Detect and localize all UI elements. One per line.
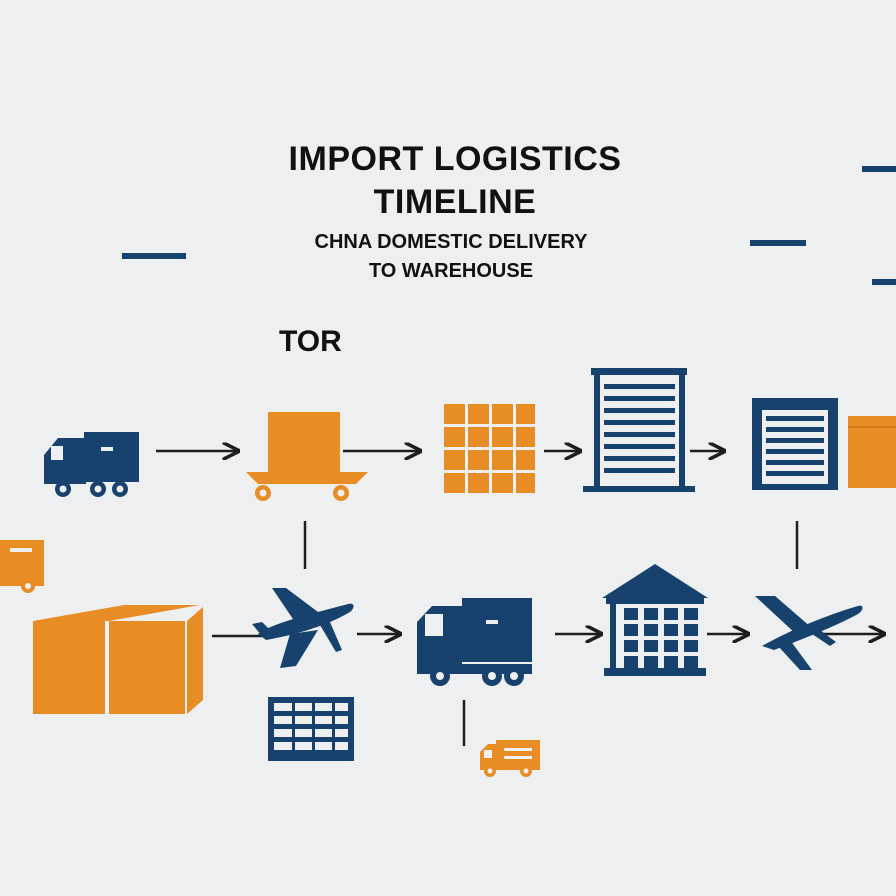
delivery-truck-icon-2 bbox=[417, 598, 532, 686]
dash-right-low bbox=[872, 279, 896, 285]
customs-building-icon bbox=[602, 564, 708, 676]
airplane-icon-2 bbox=[755, 596, 863, 670]
dash-right-top bbox=[862, 166, 896, 172]
shipping-container-icon bbox=[268, 697, 354, 761]
small-truck-icon bbox=[0, 540, 44, 593]
large-boxes-icon bbox=[33, 605, 203, 714]
delivery-truck-icon bbox=[44, 432, 139, 497]
dash-left bbox=[122, 253, 186, 259]
bottom-row-arrows bbox=[212, 634, 884, 636]
diagram-title-line-1: IMPORT LOGISTICS bbox=[288, 140, 622, 178]
small-orange-truck-icon bbox=[480, 740, 540, 777]
vertical-connectors bbox=[303, 521, 799, 746]
warehouse-building-icon bbox=[583, 368, 695, 492]
side-label: TOR bbox=[279, 325, 342, 358]
diagram-subtitle-line-2: TO WAREHOUSE bbox=[368, 260, 534, 282]
stacked-boxes-icon bbox=[444, 404, 535, 493]
dash-right-mid bbox=[750, 240, 806, 246]
diagram-subtitle-line-1: CHNA DOMESTIC DELIVERY bbox=[314, 231, 588, 253]
decorative-dashes bbox=[122, 166, 896, 285]
airplane-icon bbox=[252, 588, 354, 668]
warehouse-with-box-icon bbox=[752, 398, 896, 490]
diagram-title-line-2: TIMELINE bbox=[373, 183, 537, 221]
pallet-cart-icon bbox=[246, 412, 368, 501]
